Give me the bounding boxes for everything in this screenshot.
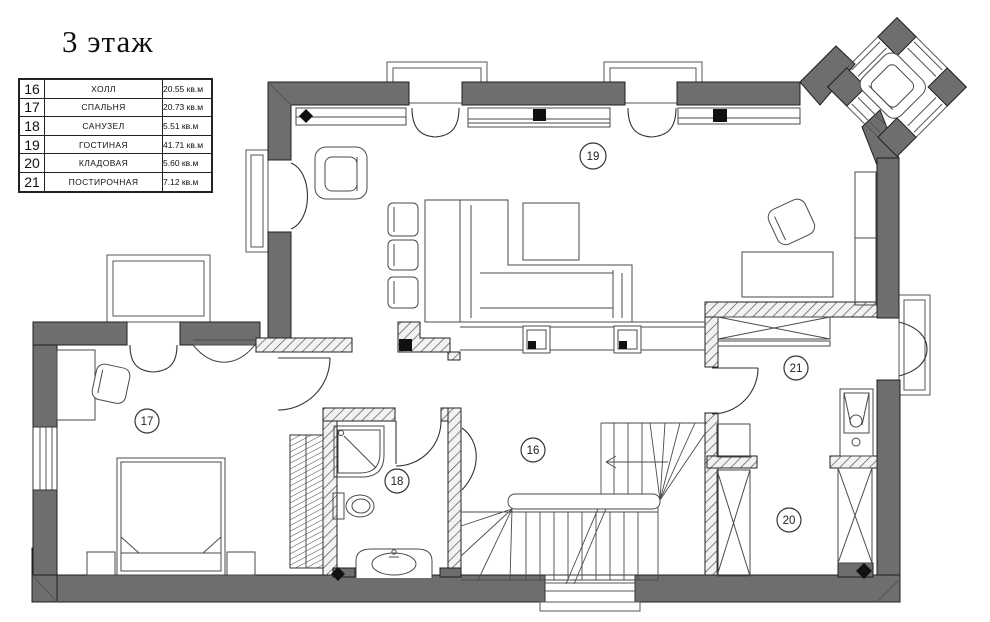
legend-room-number: 18: [18, 116, 45, 136]
window-consoles: [295, 107, 801, 128]
living-room-side-balcony-door: [290, 162, 309, 230]
legend-room-name: ПОСТИРОЧНАЯ: [44, 171, 163, 193]
room-marker-storage: 20: [776, 507, 802, 533]
bedroom-window: [32, 426, 58, 491]
doors: [129, 107, 928, 491]
gallery-railing: [399, 321, 705, 354]
room-marker-living-room: 19: [579, 142, 607, 170]
living-room-balcony-door-2: [627, 107, 677, 138]
coffee-table: [522, 202, 580, 261]
living-room-furniture: [314, 146, 877, 323]
cabinet-x-top: [717, 316, 831, 347]
room-number-label: 21: [790, 363, 803, 375]
washing-machine: [839, 388, 874, 457]
corner-marker: [331, 567, 345, 581]
legend-room-area: 5.51 кв.м: [162, 116, 213, 136]
bedroom-entry-door: [277, 357, 331, 411]
legend-room-number: 21: [18, 171, 45, 193]
room-markers: 16 17 18 19 20 21: [134, 142, 809, 533]
wardrobe-strip: [289, 434, 324, 569]
bathroom-door: [395, 420, 442, 467]
legend-room-name: ХОЛЛ: [44, 78, 163, 99]
page-title: 3 этаж: [62, 24, 154, 59]
bay-armchair: [859, 52, 926, 119]
room-number-label: 19: [587, 151, 600, 163]
floor-chair: [387, 239, 419, 271]
legend-room-number: 19: [18, 134, 45, 155]
toilet: [332, 492, 375, 520]
bedroom-chair: [91, 363, 131, 404]
stair-door-arc: [461, 427, 477, 491]
legend-room-area: 20.55 кв.м: [162, 78, 213, 99]
corner-marker: [299, 109, 313, 123]
legend-room-name: СПАЛЬНЯ: [44, 97, 163, 118]
dresser: [192, 339, 256, 363]
corner-sofa: [459, 199, 633, 323]
room-number-label: 17: [141, 416, 154, 428]
bed: [116, 457, 226, 576]
hall-window: [539, 574, 641, 612]
nightstand: [226, 551, 256, 576]
room-marker-hall: 16: [520, 437, 546, 463]
stair-direction-arrow: [605, 455, 668, 469]
shower: [333, 425, 385, 478]
room-marker-bathroom: 18: [384, 468, 410, 494]
room-number-label: 20: [783, 515, 796, 527]
legend-room-number: 16: [18, 78, 45, 99]
bedroom-furniture: [56, 339, 324, 576]
room-marker-laundry: 21: [783, 355, 809, 381]
legend-room-area: 41.71 кв.м: [162, 134, 213, 155]
railing-post: [522, 325, 551, 354]
sink: [355, 548, 433, 578]
nightstand: [86, 551, 116, 576]
corner-marker: [856, 563, 872, 579]
room-number-label: 16: [527, 445, 540, 457]
desk-chair: [767, 198, 816, 246]
tall-cabinet: [854, 171, 877, 306]
legend-room-area: 7.12 кв.м: [162, 171, 213, 193]
bay-window: [826, 16, 968, 158]
room-marker-bedroom: 17: [134, 408, 160, 434]
wardrobe-x-right: [837, 467, 873, 564]
room-number-label: 18: [391, 476, 404, 488]
windows: [32, 426, 641, 612]
laundry-storage-fittings: [716, 316, 874, 579]
floor-chair: [387, 202, 419, 237]
laundry-entry-door: [711, 367, 759, 415]
bedroom-balcony-door: [129, 344, 178, 373]
stair-handrail: [507, 493, 661, 510]
legend-room-name: КЛАДОВАЯ: [44, 153, 163, 173]
living-room-balcony-door-1: [411, 107, 460, 138]
legend-room-area: 20.73 кв.м: [162, 97, 213, 118]
partition-walls: [255, 301, 878, 578]
desk: [741, 251, 834, 298]
staircase: [460, 422, 707, 585]
floor-chair: [387, 276, 419, 309]
exterior-walls: [31, 45, 901, 603]
bay-window-glazing: [851, 41, 943, 133]
wardrobe-x-left: [716, 469, 751, 577]
sideboard: [424, 199, 461, 323]
stair-break-line: [565, 503, 609, 585]
bathroom-fixtures: [331, 425, 433, 581]
legend-room-name: ГОСТИНАЯ: [44, 134, 163, 155]
laundry-exterior-door: [898, 321, 928, 377]
bedroom-desk: [56, 349, 96, 421]
railing-post: [613, 325, 642, 354]
armchair: [314, 146, 368, 200]
shelf: [716, 423, 751, 458]
